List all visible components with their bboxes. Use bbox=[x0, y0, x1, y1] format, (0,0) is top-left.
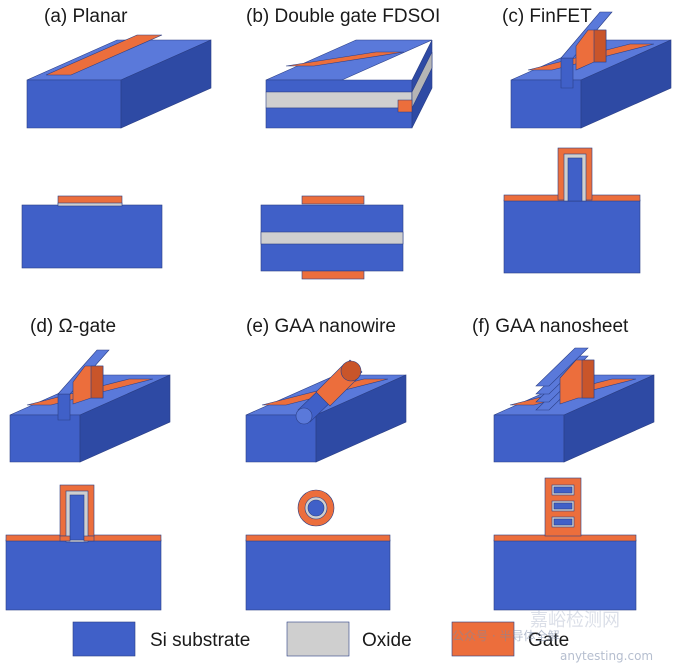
omega-xs-substrate bbox=[5, 539, 162, 611]
nanowire-wire-end bbox=[295, 407, 313, 425]
nanosheet-sheet-4 bbox=[535, 347, 589, 387]
legend-si-label: Si substrate bbox=[150, 630, 250, 651]
nanowire-xs-wire bbox=[307, 499, 325, 517]
nanosheet-substrate-front bbox=[493, 414, 565, 463]
nanowire-3d-view bbox=[245, 359, 407, 463]
fdsoi-xs-bottom-gate bbox=[301, 270, 365, 280]
finfet-xs-substrate bbox=[503, 199, 641, 274]
legend-oxide-swatch bbox=[286, 621, 350, 657]
nanosheet-xs-sheet-3 bbox=[553, 518, 573, 526]
label-f: (f) GAA nanosheet bbox=[472, 316, 629, 337]
label-c: (c) FinFET bbox=[502, 6, 592, 27]
label-a: (a) Planar bbox=[44, 6, 128, 27]
omega-xs-foot-right bbox=[83, 535, 95, 542]
nanowire-substrate-side bbox=[315, 374, 407, 463]
finfet-fin-front bbox=[560, 57, 574, 89]
nanosheet-xs-sheet-1 bbox=[553, 486, 573, 494]
finfet-3d-view bbox=[510, 11, 672, 129]
watermark-cn: 公众号 · 半导体全解 bbox=[452, 628, 559, 643]
legend: Si substrate Oxide Gate bbox=[72, 621, 569, 657]
legend-si-swatch bbox=[72, 621, 136, 657]
fdsoi-substrate-front bbox=[265, 107, 413, 129]
legend-oxide-label: Oxide bbox=[362, 630, 412, 651]
planar-gate-strip bbox=[45, 34, 163, 76]
planar-cross-section bbox=[21, 195, 163, 269]
planar-substrate-side bbox=[120, 39, 212, 129]
nanosheet-substrate-side bbox=[563, 374, 655, 463]
omega-xs-fin bbox=[69, 494, 85, 541]
planar-substrate-front bbox=[26, 79, 122, 129]
fdsoi-top-gate bbox=[285, 51, 405, 67]
omega-cross-section bbox=[5, 484, 162, 611]
nanowire-xs-substrate bbox=[245, 539, 391, 611]
fdsoi-xs-top-gate bbox=[301, 195, 365, 205]
legend-gate-swatch bbox=[451, 621, 515, 657]
fdsoi-cross-section bbox=[260, 195, 404, 280]
finfet-cross-section bbox=[503, 147, 641, 274]
nanowire-cross-section bbox=[245, 489, 391, 611]
finfet-xs-fin bbox=[567, 157, 583, 202]
planar-3d-view bbox=[26, 34, 212, 129]
label-b: (b) Double gate FDSOI bbox=[246, 6, 440, 27]
fdsoi-oxide-front bbox=[265, 91, 413, 109]
omega-xs-foot-left bbox=[59, 535, 71, 542]
nanosheet-3d-view bbox=[493, 347, 655, 463]
fdsoi-bottom-gate-edge bbox=[397, 99, 413, 113]
finfet-gate-wrap-side bbox=[593, 29, 607, 63]
fdsoi-xs-box bbox=[260, 231, 404, 245]
fdsoi-3d-view bbox=[265, 39, 433, 129]
omega-substrate-side bbox=[79, 374, 171, 463]
planar-xs-substrate bbox=[21, 204, 163, 269]
omega-3d-view bbox=[9, 349, 171, 463]
nanosheet-cross-section bbox=[493, 477, 637, 611]
nanosheet-xs-sheet-2 bbox=[553, 502, 573, 510]
label-e: (e) GAA nanowire bbox=[246, 316, 396, 337]
finfet-substrate-side bbox=[580, 39, 672, 129]
nanosheet-gate-wrap-side bbox=[581, 359, 595, 399]
legend-gate-label: Gate bbox=[528, 630, 569, 651]
watermark-url: anytesting.com bbox=[560, 649, 653, 663]
nanowire-gate-end bbox=[340, 360, 362, 382]
label-d: (d) Ω-gate bbox=[30, 316, 116, 337]
omega-substrate-front bbox=[9, 414, 81, 463]
watermark-main: 嘉峪检测网 bbox=[530, 610, 620, 631]
nanowire-xs-gate-base bbox=[245, 534, 391, 542]
omega-fin-front bbox=[57, 393, 71, 421]
fdsoi-si-layer-front bbox=[265, 79, 413, 93]
omega-gate-wrap-side bbox=[90, 365, 104, 399]
planar-xs-gate-oxide bbox=[57, 202, 123, 207]
nanosheet-xs-substrate bbox=[493, 539, 637, 611]
